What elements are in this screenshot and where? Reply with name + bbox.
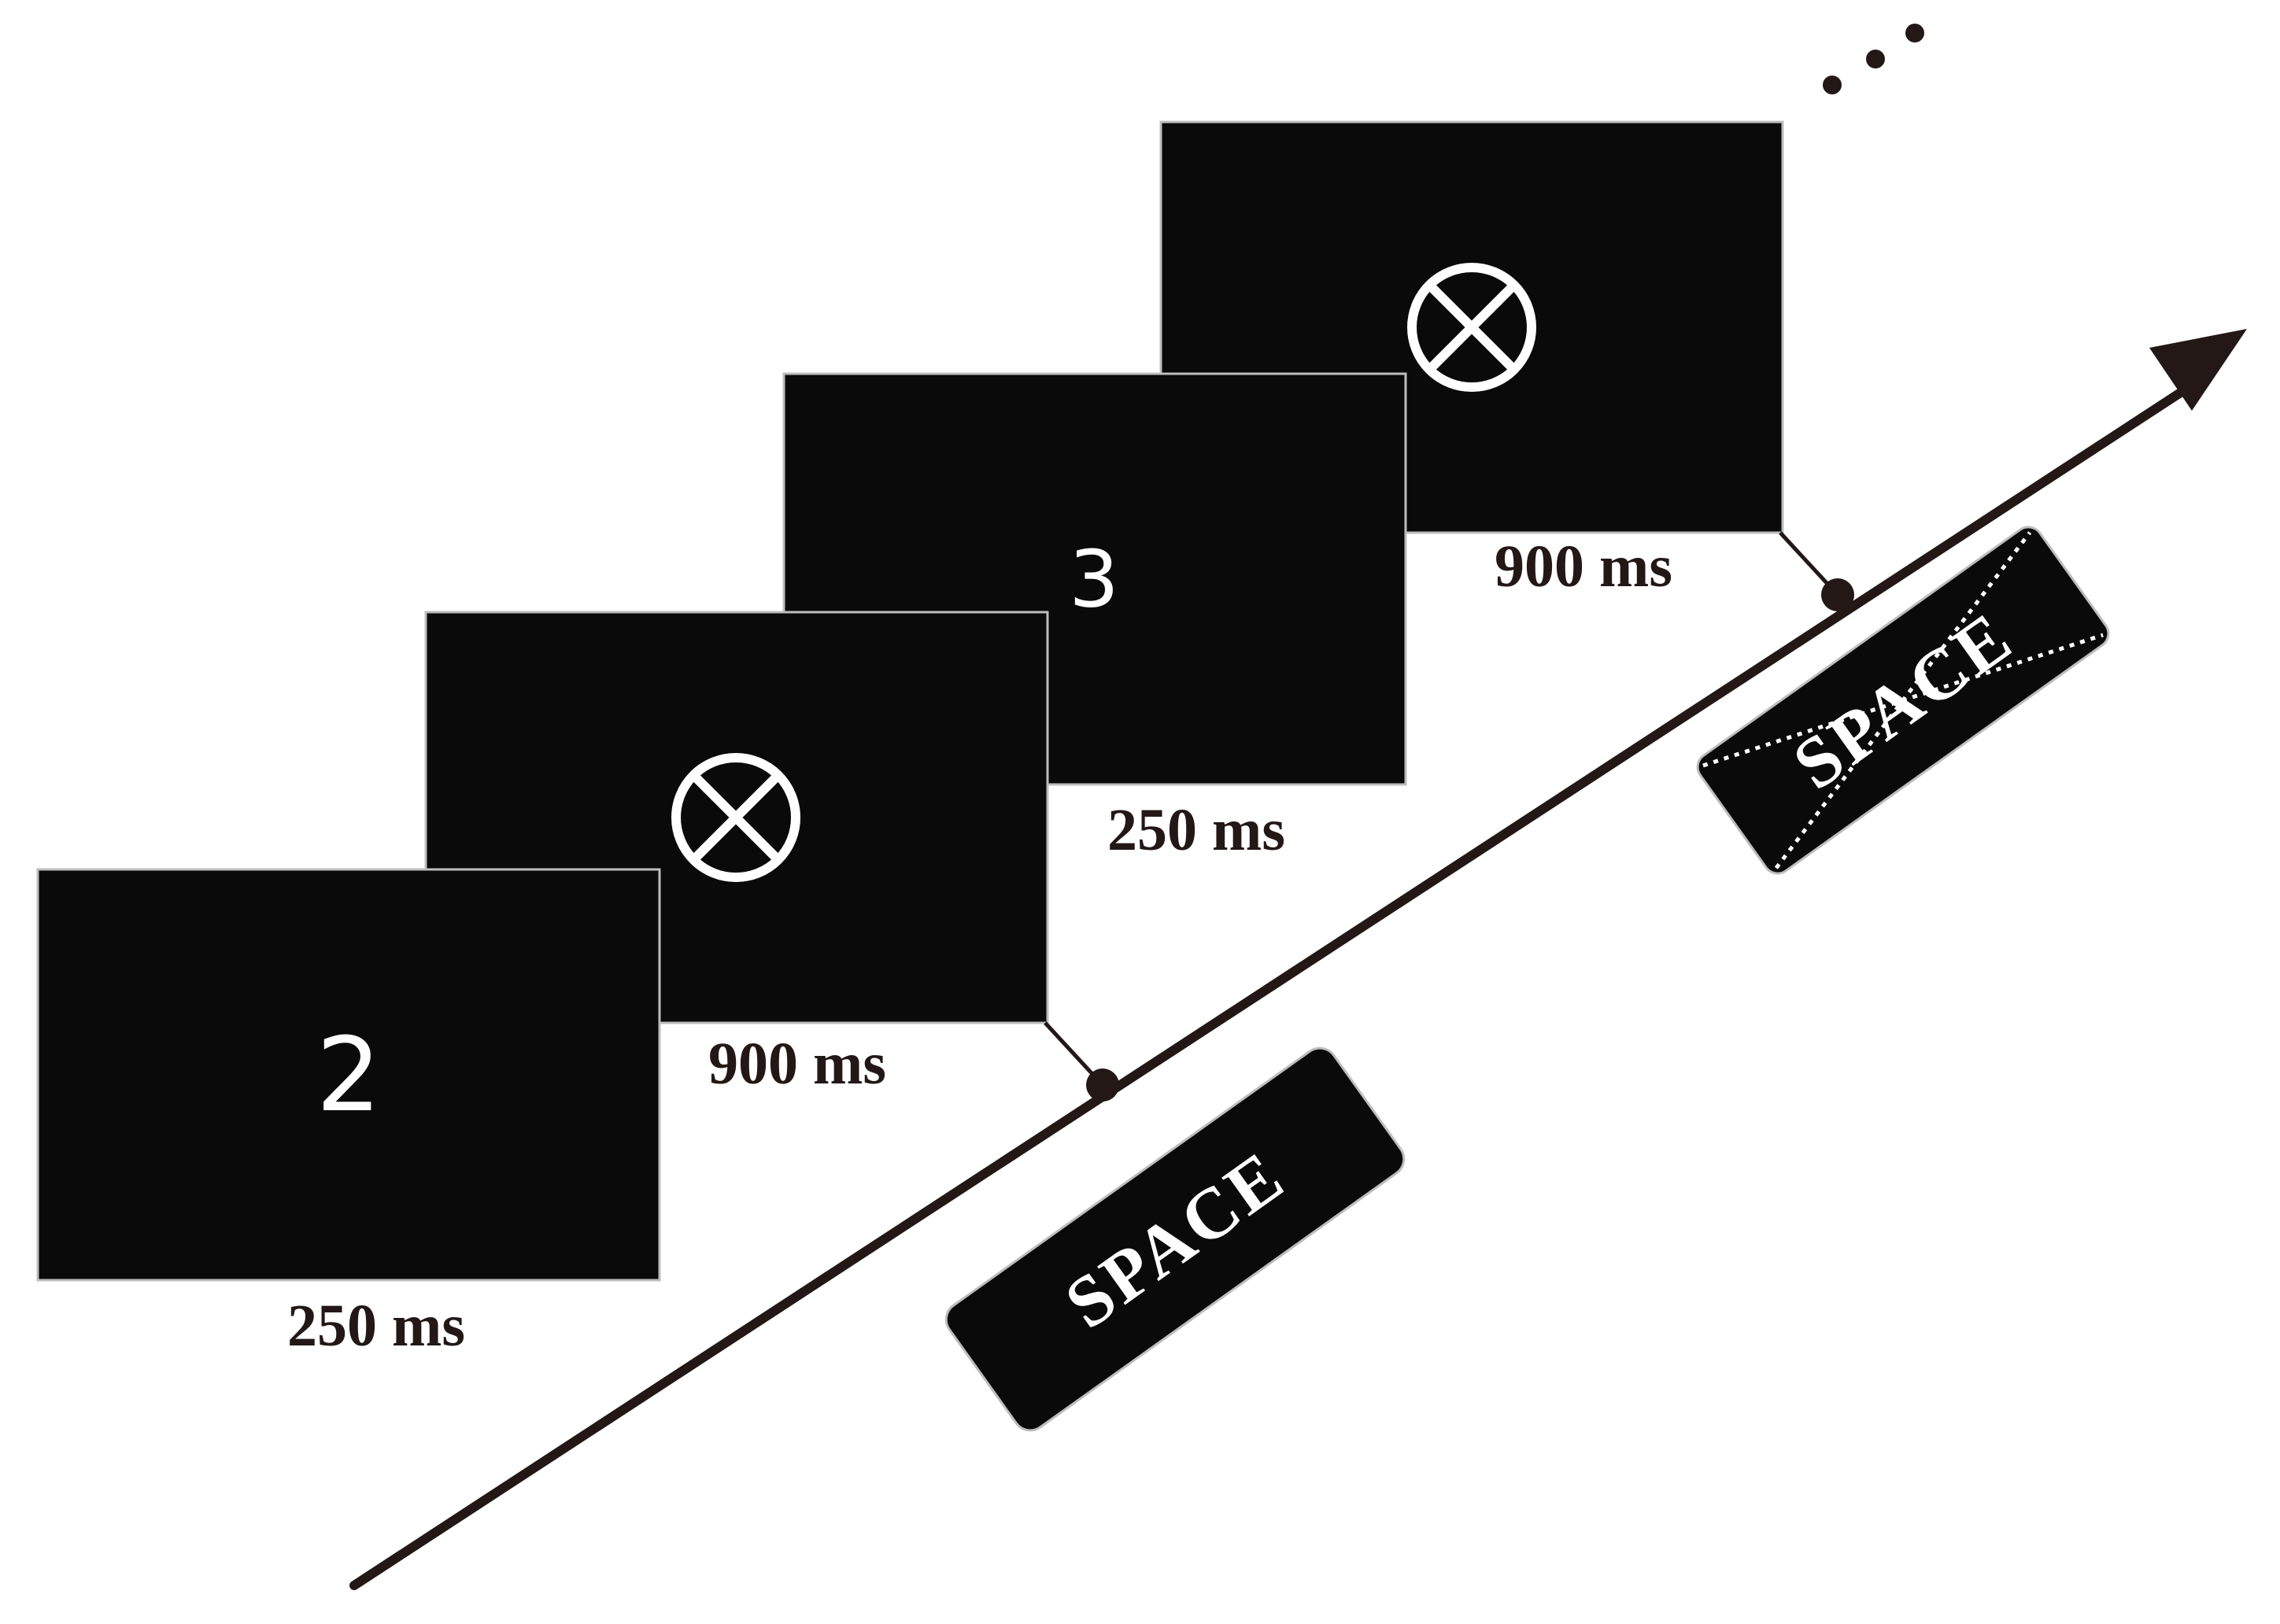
screen-3-digit: 3 [1069, 533, 1119, 626]
duration-label-1: 250 ms [287, 1293, 465, 1359]
screen-4 [1159, 120, 1784, 534]
space-key-press: SPACE [944, 1046, 1406, 1432]
screen-1: 2 [36, 868, 661, 1282]
screen-3: 3 [782, 372, 1407, 786]
screen-1-digit: 2 [316, 1015, 382, 1135]
timeline-marker-1 [1044, 1021, 1119, 1102]
timeline-marker-2 [1779, 531, 1854, 611]
continuation-dots [1823, 24, 1924, 94]
cross-out-icon [1702, 531, 2104, 869]
duration-label-4: 900 ms [1495, 533, 1672, 600]
duration-label-2: 900 ms [708, 1031, 886, 1097]
timeline-arrow-icon [349, 329, 2247, 1590]
mask-circle-x-icon [671, 753, 800, 882]
mask-circle-x-icon [1407, 263, 1536, 392]
duration-label-3: 250 ms [1107, 797, 1285, 863]
